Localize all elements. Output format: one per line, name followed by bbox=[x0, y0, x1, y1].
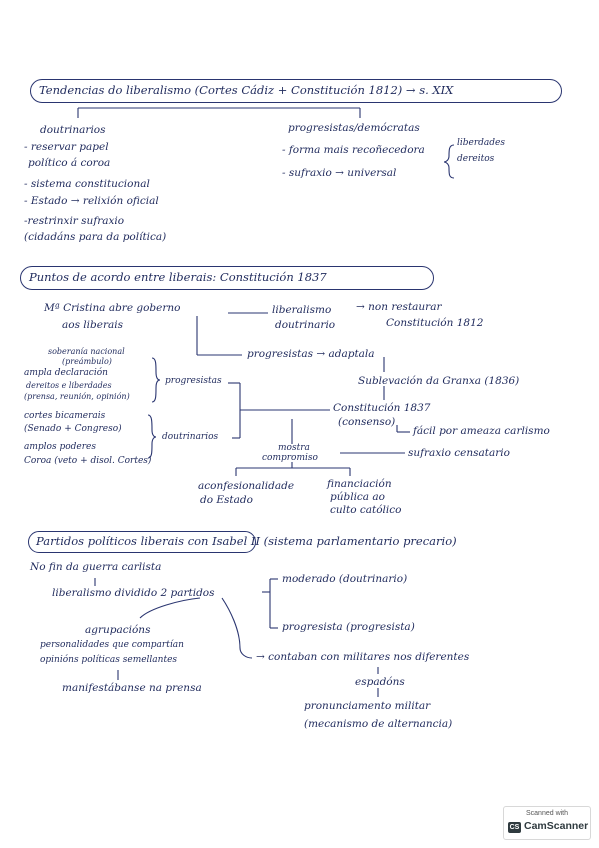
s3-text: moderado (doutrinario) bbox=[282, 573, 408, 585]
s2-text: mostra bbox=[278, 443, 310, 453]
s2-text: compromiso bbox=[262, 453, 318, 463]
s3-text: (mecanismo de alternancia) bbox=[304, 718, 453, 730]
s2-prog-item: (prensa, reunión, opinión) bbox=[24, 392, 130, 401]
section-2-title: Puntos de acordo entre liberais: Constit… bbox=[29, 270, 327, 284]
s2-text: fácil por ameaza carlismo bbox=[413, 425, 550, 437]
section-1-title-box: Tendencias do liberalismo (Cortes Cádiz … bbox=[30, 79, 562, 103]
s2-text: financiación bbox=[327, 478, 392, 490]
s3-text: liberalismo dividido 2 partidos bbox=[52, 587, 215, 599]
section-3-title-box bbox=[28, 531, 256, 553]
s1-right-item: - forma mais recoñecedora bbox=[282, 144, 425, 156]
s3-text: agrupacións bbox=[85, 624, 151, 636]
scan-brand: CamScanner bbox=[524, 820, 589, 832]
s1-brace-item: dereitos bbox=[457, 154, 495, 164]
section-1-title: Tendencias do liberalismo (Cortes Cádiz … bbox=[39, 83, 454, 97]
s2-text: Constitución 1812 bbox=[386, 317, 484, 329]
s1-brace-item: liberdades bbox=[457, 138, 505, 148]
s2-text: aconfesionalidade bbox=[198, 480, 295, 492]
camscanner-watermark: Scanned with CS CamScanner bbox=[503, 806, 591, 840]
s2-text: progresistas → adaptala bbox=[247, 348, 375, 360]
s1-left-item: -restrinxir sufraxio bbox=[24, 215, 125, 227]
s3-text: opinións políticas semellantes bbox=[40, 655, 178, 665]
s2-prog-item: (preámbulo) bbox=[62, 357, 112, 366]
section-3-title: Partidos políticos liberais con Isabel I… bbox=[36, 534, 457, 548]
s3-text: pronunciamento militar bbox=[304, 700, 431, 712]
s2-text: pública ao bbox=[330, 491, 385, 503]
s2-dout-label: doutrinarios bbox=[162, 432, 219, 442]
s3-text: personalidades que compartían bbox=[40, 640, 184, 650]
s3-text: espadóns bbox=[355, 676, 405, 688]
s1-right-heading: progresistas/demócratas bbox=[288, 122, 420, 134]
s1-left-item: - reservar papel bbox=[24, 141, 109, 153]
s1-left-item: político á coroa bbox=[28, 157, 111, 169]
s1-right-item: - sufraxio → universal bbox=[282, 167, 397, 179]
camscanner-logo-icon: CS bbox=[508, 822, 521, 833]
s1-left-item: (cidadáns para da política) bbox=[24, 231, 167, 243]
s3-text: No fin da guerra carlista bbox=[30, 561, 162, 573]
s2-prog-item: dereitos e liberdades bbox=[26, 381, 112, 390]
s2-text: culto católico bbox=[330, 504, 402, 516]
s2-text: (consenso) bbox=[338, 416, 396, 428]
s2-text: Mª Cristina abre goberno bbox=[44, 302, 181, 314]
s2-dout-item: (Senado + Congreso) bbox=[24, 424, 122, 434]
scan-caption: Scanned with bbox=[525, 810, 569, 817]
s2-text: Sublevación da Granxa (1836) bbox=[358, 375, 520, 387]
s2-dout-item: Coroa (veto + disol. Cortes) bbox=[24, 456, 152, 466]
s2-text: do Estado bbox=[200, 494, 253, 506]
s3-text: progresista (progresista) bbox=[282, 621, 415, 633]
s1-left-item: - sistema constitucional bbox=[24, 178, 150, 190]
s3-text: manifestábanse na prensa bbox=[62, 682, 202, 694]
s2-prog-label: progresistas bbox=[165, 376, 222, 386]
s3-text: → contaban con militares nos diferentes bbox=[256, 651, 470, 663]
s2-text: sufraxio censatario bbox=[408, 447, 510, 459]
s1-left-item: - Estado → relixión oficial bbox=[24, 195, 159, 207]
s2-text: Constitución 1837 bbox=[333, 402, 431, 414]
s2-dout-item: amplos poderes bbox=[24, 442, 96, 452]
s2-text: aos liberais bbox=[62, 319, 123, 331]
s2-text: liberalismo bbox=[272, 304, 332, 316]
s2-prog-item: ampla declaración bbox=[24, 368, 108, 378]
s1-left-heading: doutrinarios bbox=[40, 124, 106, 136]
s2-prog-item: soberanía nacional bbox=[48, 347, 125, 356]
s2-dout-item: cortes bicamerais bbox=[24, 411, 106, 421]
s2-text: doutrinario bbox=[275, 319, 336, 331]
s2-text: → non restaurar bbox=[356, 301, 442, 313]
section-2-title-box: Puntos de acordo entre liberais: Constit… bbox=[20, 266, 434, 290]
